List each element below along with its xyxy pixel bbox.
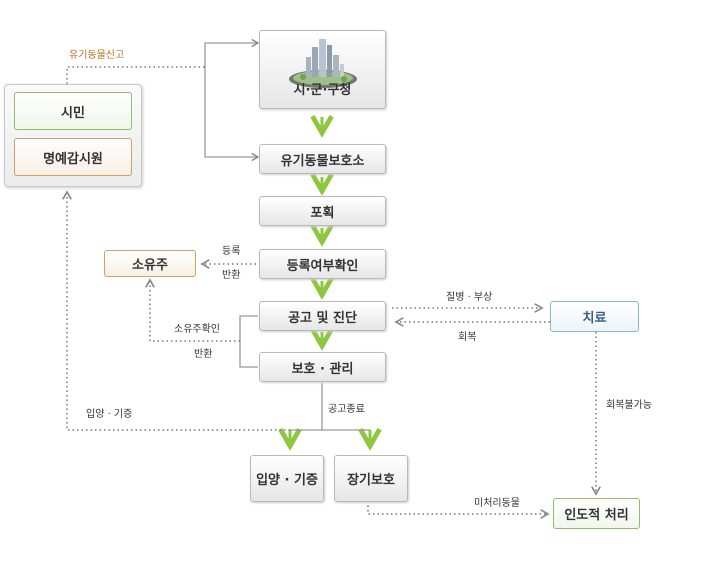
city-bracket (204, 38, 260, 67)
report-line (66, 66, 205, 84)
adoption-node: 입양 · 기증 (250, 455, 324, 502)
recovered-label: 회복 (458, 332, 477, 343)
unprocessed-animal-label: 미처리동물 (474, 498, 520, 509)
registered-label: 등록 (222, 246, 241, 257)
report-label: 유기동물신고 (69, 50, 125, 61)
citizen-node: 시민 (14, 92, 132, 130)
owner-check-bracket (239, 315, 258, 368)
notice-ended-label: 공고종료 (328, 404, 365, 415)
capture-node: 포획 (259, 196, 386, 226)
long-term-node: 장기보호 (334, 455, 408, 502)
registration-check-node: 등록여부확인 (259, 249, 386, 279)
shelter-node: 유기동물보호소 (259, 144, 386, 174)
city-hall-node: 시·군·구청 (259, 30, 386, 109)
city-buildings-icon (288, 39, 357, 88)
unprocessed-line (367, 501, 550, 519)
adoption-donation-label: 입양 · 기증 (86, 409, 133, 420)
euthanasia-node: 인도적 처리 (553, 498, 640, 529)
return-label-2: 반환 (194, 349, 213, 360)
unrecoverable-label: 회복불가능 (606, 400, 652, 411)
flow-arrows (290, 117, 370, 446)
notice-end-line (290, 383, 370, 431)
honorary-monitor-node: 명예감시원 (14, 138, 132, 176)
owner-confirmed-label: 소유주확인 (174, 324, 220, 335)
owner-node: 소유주 (104, 250, 196, 277)
notice-diagnosis-node: 공고 및 진단 (259, 301, 386, 331)
shelter-bracket (204, 67, 260, 162)
return-label-1: 반환 (222, 270, 241, 281)
owner-return-line (145, 278, 240, 342)
protection-node: 보호 · 관리 (259, 352, 386, 382)
sick-injured-label: 질병 · 부상 (446, 292, 493, 303)
adoption-return-line (62, 190, 290, 431)
treatment-node: 치료 (550, 301, 639, 332)
city-hall-label: 시·군·구청 (293, 83, 352, 98)
